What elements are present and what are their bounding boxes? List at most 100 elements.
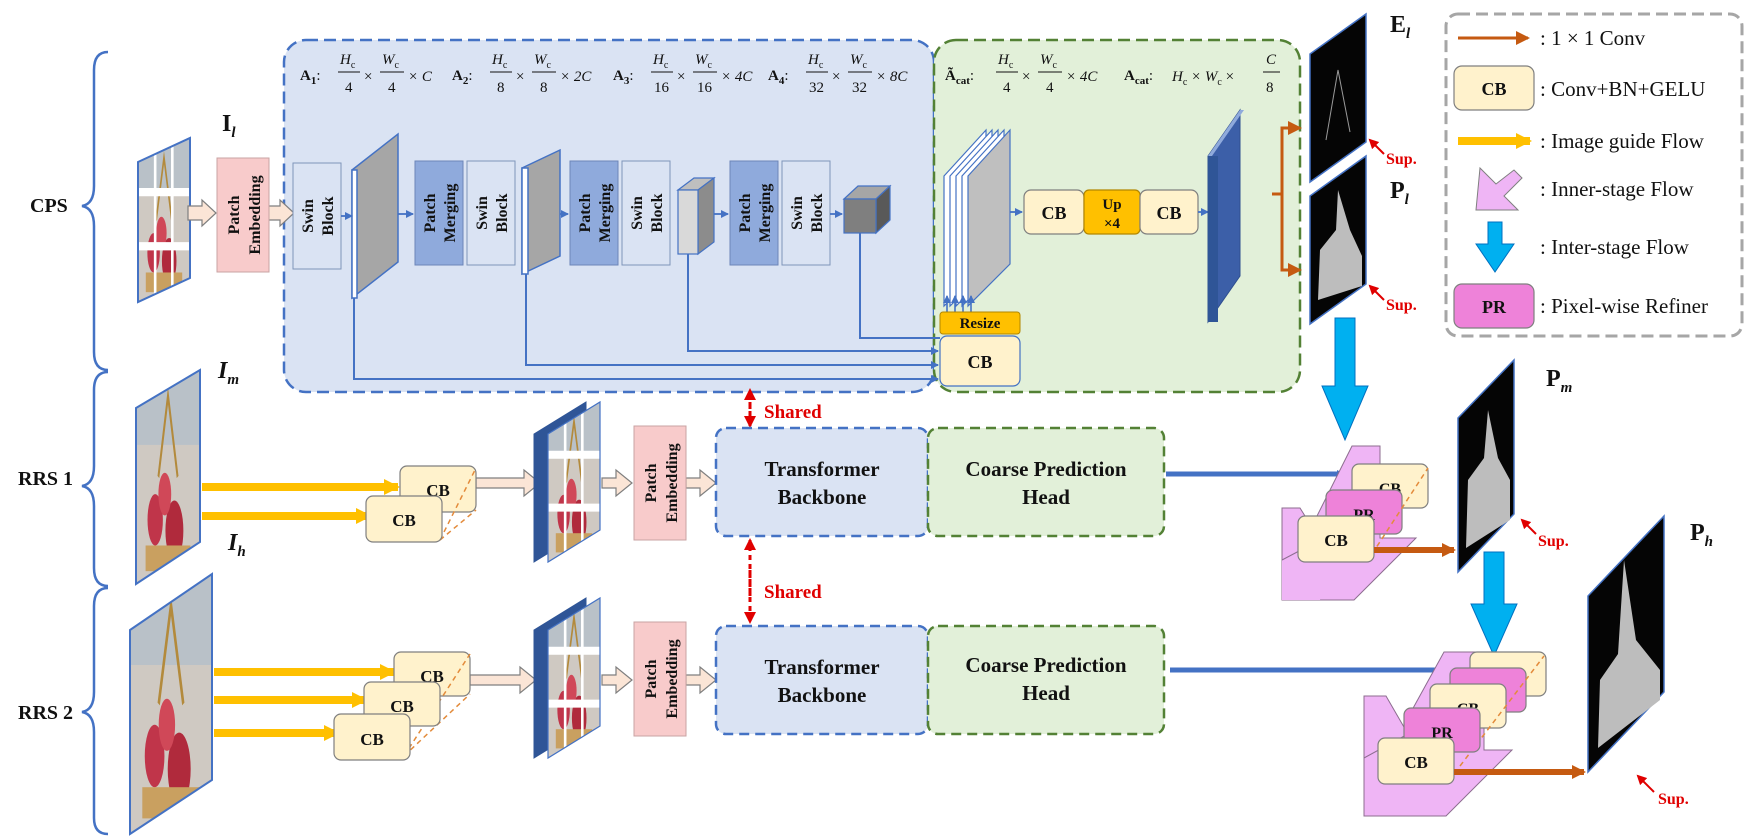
input-label-il: Il	[222, 111, 236, 141]
legend-item-guide: : Image guide Flow	[1458, 129, 1705, 153]
svg-text:4: 4	[345, 80, 353, 96]
svg-text:Coarse Prediction: Coarse Prediction	[965, 653, 1126, 677]
resize-arrows	[943, 295, 975, 312]
rrs1-guide-flows	[202, 479, 400, 524]
stage-braces	[81, 50, 109, 836]
svg-text:CB: CB	[360, 730, 384, 749]
feature-map-a2	[521, 148, 561, 276]
svg-text:Hc: Hc	[491, 52, 508, 71]
equation-a1: A1: Hc 4 × Wc 4 × C	[300, 52, 433, 96]
inter-stage-flow-1	[1321, 317, 1369, 442]
output-pm: Pm	[1457, 358, 1572, 574]
patch-embedding-block: Patch Embedding	[216, 157, 270, 273]
svg-text:8: 8	[1266, 80, 1274, 96]
svg-text:CB: CB	[1481, 79, 1506, 99]
svg-text:4: 4	[1046, 80, 1054, 96]
svg-text:Patch: Patch	[577, 193, 594, 232]
svg-text:×: ×	[832, 69, 840, 85]
patch-merging-block-1: Patch Merging	[414, 160, 464, 266]
conv-to-outputs	[1272, 121, 1302, 277]
head-cb-2: CB	[1139, 189, 1199, 235]
svg-text:Transformer: Transformer	[764, 457, 879, 481]
rrs2-cb-stack: CB CB CB	[333, 651, 471, 761]
swin-block-2: Swin Block	[466, 160, 516, 266]
swin-block-3: Swin Block	[621, 160, 671, 266]
patch-merging-block-3: Patch Merging	[729, 160, 779, 266]
svg-text:× C: × C	[408, 69, 433, 85]
svg-text:Sup.: Sup.	[1658, 791, 1689, 808]
resize-block: Resize	[939, 311, 1021, 335]
svg-text:Head: Head	[1022, 681, 1070, 705]
svg-text:CB: CB	[1156, 203, 1181, 223]
svg-text:: 1 × 1 Conv: : 1 × 1 Conv	[1540, 26, 1646, 50]
legend-item-inner: : Inner-stage Flow	[1475, 166, 1694, 211]
svg-text:Coarse Prediction: Coarse Prediction	[965, 457, 1126, 481]
svg-text:Hc: Hc	[339, 52, 356, 71]
svg-text:Head: Head	[1022, 485, 1070, 509]
svg-text:Hc: Hc	[652, 52, 669, 71]
svg-text:Ãcat:: Ãcat:	[945, 66, 974, 87]
svg-text:CB: CB	[1324, 531, 1348, 550]
svg-text:Block: Block	[649, 193, 666, 232]
input-label-im: Im	[217, 358, 239, 388]
acat-feature-map	[1207, 108, 1244, 324]
svg-text:Up: Up	[1102, 197, 1121, 213]
svg-text:CB: CB	[392, 511, 416, 530]
svg-text:Sup.: Sup.	[1538, 533, 1569, 550]
svg-text:8: 8	[540, 80, 548, 96]
svg-text:32: 32	[809, 80, 824, 96]
svg-text:CB: CB	[1041, 203, 1066, 223]
svg-text:El: El	[1390, 12, 1411, 42]
svg-text:Patch: Patch	[737, 193, 754, 232]
rrs1-patch-stack	[533, 400, 601, 564]
inter-stage-flow-2	[1470, 551, 1518, 658]
svg-text:Acat:: Acat:	[1124, 68, 1153, 87]
svg-text:Sup.: Sup.	[1386, 151, 1417, 168]
svg-text:Hc: Hc	[997, 52, 1014, 71]
shared-arrow-2: Shared	[744, 538, 822, 624]
svg-text:Backbone: Backbone	[778, 485, 867, 509]
svg-text:A3:: A3:	[613, 68, 634, 87]
input-label-ih: Ih	[227, 530, 246, 560]
svg-text:4: 4	[388, 80, 396, 96]
svg-text:Patch: Patch	[643, 463, 660, 502]
brace-rrs2	[81, 586, 109, 836]
svg-text:Wc: Wc	[850, 52, 868, 71]
rrs2-transformer-backbone[interactable]: Transformer Backbone	[714, 624, 930, 736]
svg-text:Block: Block	[494, 193, 511, 232]
svg-text:CB: CB	[390, 697, 414, 716]
svg-text:×4: ×4	[1104, 216, 1121, 232]
svg-text:Patch: Patch	[422, 193, 439, 232]
svg-text:Block: Block	[320, 196, 337, 235]
svg-text:Swin: Swin	[300, 199, 317, 233]
brace-rrs1	[81, 370, 109, 588]
svg-text:× 8C: × 8C	[876, 69, 908, 85]
svg-text:Swin: Swin	[629, 196, 646, 230]
svg-text:Patch: Patch	[643, 659, 660, 698]
svg-text:Patch: Patch	[226, 195, 243, 234]
svg-text:Wc: Wc	[534, 52, 552, 71]
output-ph: Ph	[1587, 514, 1713, 774]
output-el: El	[1309, 12, 1411, 184]
brace-cps	[81, 50, 109, 372]
swin-block-1: Swin Block	[292, 162, 342, 270]
patch-merging-block-2: Patch Merging	[569, 160, 619, 266]
rrs1-coarse-prediction-head[interactable]: Coarse Prediction Head	[926, 426, 1166, 538]
head-cb-1: CB	[1023, 189, 1085, 235]
cps-input-image	[137, 136, 191, 304]
encoder-flow-arrows	[341, 210, 843, 220]
svg-text:CB: CB	[967, 352, 992, 372]
stage-label-cps: CPS	[30, 195, 68, 217]
svg-text:Shared: Shared	[764, 402, 822, 423]
svg-text:×: ×	[1022, 69, 1030, 85]
svg-text:Transformer: Transformer	[764, 655, 879, 679]
svg-text:32: 32	[852, 80, 867, 96]
svg-text:Wc: Wc	[382, 52, 400, 71]
equation-a3: A3: Hc 16 × Wc 16 × 4C	[613, 52, 753, 96]
rrs2-coarse-prediction-head[interactable]: Coarse Prediction Head	[926, 624, 1166, 736]
svg-text:16: 16	[697, 80, 713, 96]
rrs2-input-image	[129, 572, 213, 836]
sup-pl: Sup.	[1368, 284, 1417, 314]
rrs1-patch-embedding: Patch Embedding	[633, 425, 687, 541]
rrs1-transformer-backbone[interactable]: Transformer Backbone	[714, 426, 930, 538]
